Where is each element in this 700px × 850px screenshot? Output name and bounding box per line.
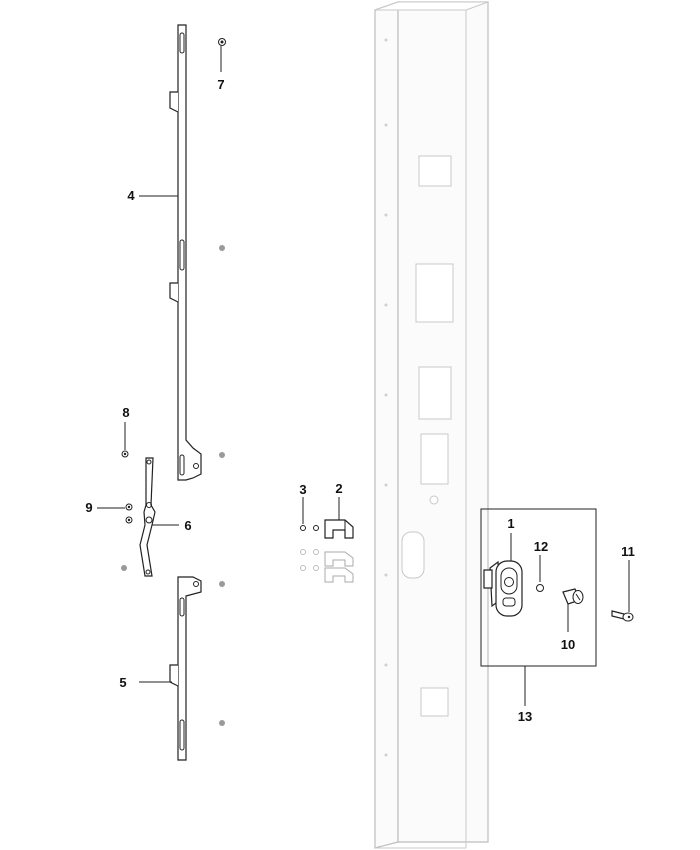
callout-7: 7 [217,77,224,92]
panel-cutout [418,155,452,187]
latch-rod-lower [169,576,202,761]
callout-13: 13 [518,709,532,724]
swing-handle-lock [483,560,523,617]
callout-4: 4 [127,188,135,203]
clip-screws-3 [300,525,319,571]
panel-cutout [415,263,454,323]
callout-8: 8 [122,405,129,420]
screws-9 [125,503,133,524]
latch-rod-upper [169,24,202,481]
lock-cylinder [562,588,584,605]
lock-kit-box [480,508,597,667]
panel-cutout [420,687,449,717]
rivet-dots [121,245,225,726]
key [611,610,634,622]
panel-lock-slot [401,531,425,579]
callout-3: 3 [299,482,306,497]
cabinet-frame-panel [374,1,489,849]
callout-2: 2 [335,481,342,496]
callout-6: 6 [184,518,191,533]
panel-cutout [420,433,449,485]
guide-clips-2 [324,519,354,583]
panel-cutout [418,366,452,420]
washer [536,584,544,592]
callout-1: 1 [507,516,514,531]
callout-5: 5 [119,675,126,690]
linkage-bar [139,457,156,577]
callout-11: 11 [621,544,635,559]
callout-12: 12 [534,539,548,554]
panel-hole [429,495,439,505]
callout-9: 9 [85,500,92,515]
screw-7 [218,38,226,46]
screw-8 [121,450,129,458]
callout-10: 10 [561,637,575,652]
leader-lines [97,46,630,706]
